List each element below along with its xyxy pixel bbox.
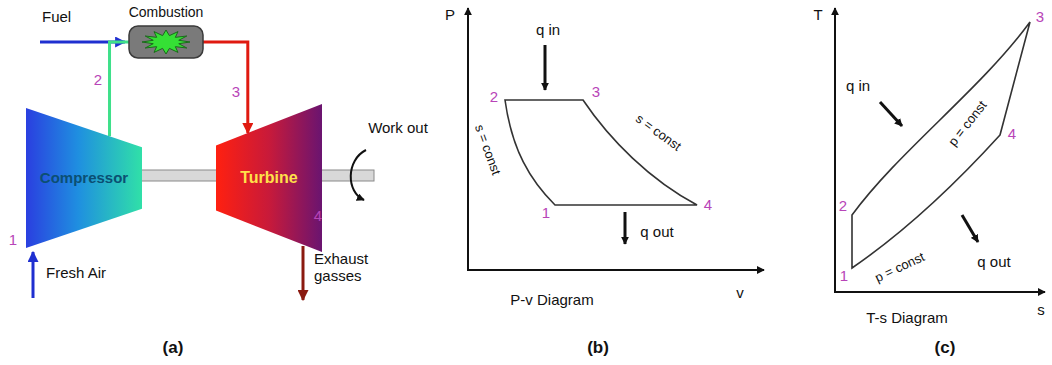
heat-label: q in <box>536 21 560 38</box>
axis-label: s <box>1037 301 1045 318</box>
work-out-arrow <box>351 150 366 200</box>
process-label: p = const <box>873 250 927 286</box>
axis-label: P <box>445 6 455 23</box>
state-number: 4 <box>704 196 712 213</box>
axis-label: v <box>736 284 744 301</box>
heat-label: q in <box>846 77 870 94</box>
output-label: Work out <box>368 119 428 136</box>
axis-label: T <box>813 6 822 23</box>
station-number: 2 <box>94 71 102 88</box>
process-label: s = const <box>471 123 503 177</box>
panel-caption: (b) <box>587 338 609 358</box>
turbine: Turbine <box>216 104 322 252</box>
state-number: 3 <box>1036 8 1044 25</box>
state-number: 4 <box>1008 125 1016 142</box>
input-label: Fresh Air <box>46 264 106 281</box>
air-inlet-arrow <box>33 252 34 298</box>
ts-axes <box>835 8 1045 292</box>
station-number: 3 <box>232 83 240 100</box>
pv-axes <box>468 8 764 270</box>
pv-cycle <box>505 100 697 205</box>
diagram-title: T-s Diagram <box>866 309 948 326</box>
output-label: Exhaust gasses <box>314 250 386 285</box>
station-number: 4 <box>314 207 322 224</box>
exhaust-arrow <box>303 246 304 300</box>
heat-label: q out <box>977 253 1010 270</box>
node-label: Compressor <box>26 108 142 187</box>
state-number: 1 <box>840 267 848 284</box>
ts-cycle <box>852 22 1030 268</box>
heat-label: q out <box>640 223 673 240</box>
station-number: 1 <box>9 231 17 248</box>
state-number: 1 <box>542 204 550 221</box>
node-label: Turbine <box>216 104 322 187</box>
input-label: Fuel <box>42 8 71 25</box>
panel-caption: (c) <box>935 338 956 358</box>
panel-caption: (a) <box>163 338 184 358</box>
compressor: Compressor <box>26 108 142 248</box>
node-label: Combustion <box>118 4 214 20</box>
combustion-chamber: Combustion <box>118 4 214 60</box>
process-label: s = const <box>632 112 683 155</box>
flow-line <box>110 42 129 136</box>
pv-heat-arrows <box>545 45 625 244</box>
state-number: 2 <box>490 88 498 105</box>
state-number: 3 <box>592 83 600 100</box>
flow-arrow <box>203 42 248 133</box>
diagram-title: P-v Diagram <box>510 291 593 308</box>
process-label: p = const <box>946 98 990 149</box>
state-number: 2 <box>839 197 847 214</box>
